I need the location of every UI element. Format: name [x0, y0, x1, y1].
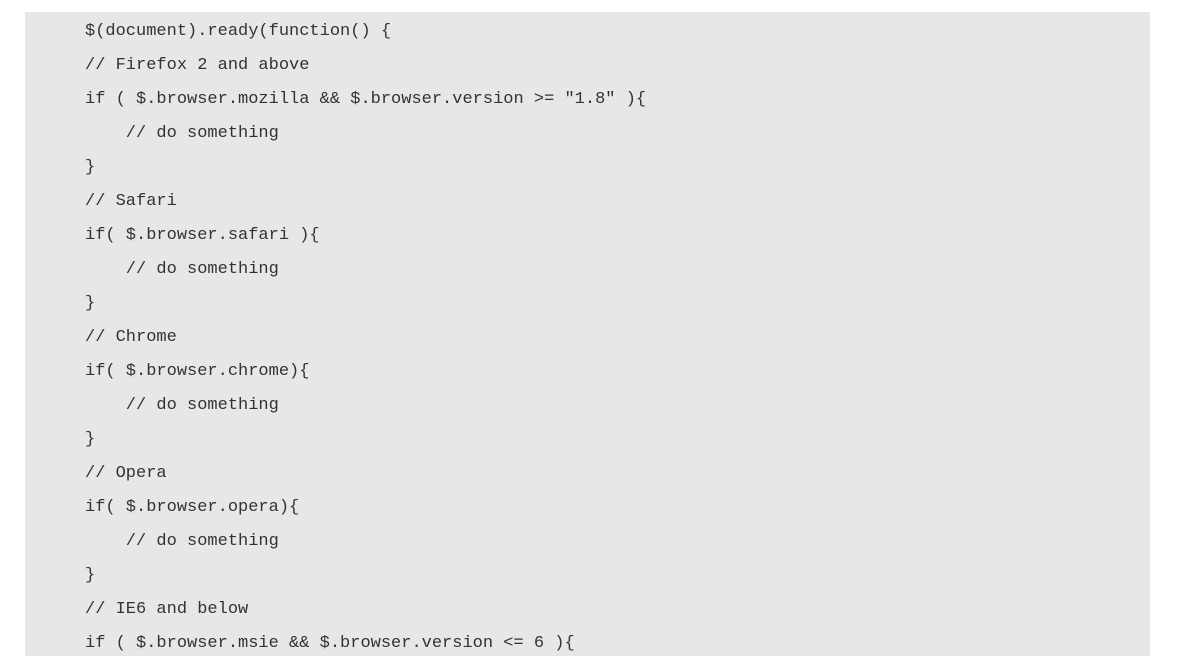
- code-line: // do something: [85, 124, 279, 143]
- code-line: // do something: [85, 260, 279, 279]
- code-line: // Opera: [85, 464, 167, 483]
- code-line: if( $.browser.safari ){: [85, 226, 320, 245]
- code-line: }: [85, 158, 96, 177]
- code-block: [25, 12, 1150, 656]
- code-line: // Firefox 2 and above: [85, 56, 310, 75]
- code-line: // Chrome: [85, 328, 177, 347]
- code-line: if ( $.browser.mozilla && $.browser.vers…: [85, 90, 647, 109]
- code-listing: $(document).ready(function() { // Firefo…: [85, 15, 646, 661]
- code-line: }: [85, 430, 96, 449]
- code-line: // IE6 and below: [85, 600, 249, 619]
- code-line: if( $.browser.chrome){: [85, 362, 310, 381]
- code-line: $(document).ready(function() {: [85, 22, 392, 41]
- code-line: }: [85, 566, 96, 585]
- code-line: if ( $.browser.msie && $.browser.version…: [85, 634, 575, 653]
- code-line: // Safari: [85, 192, 177, 211]
- code-line: }: [85, 294, 96, 313]
- code-line: // do something: [85, 532, 279, 551]
- code-line: // do something: [85, 396, 279, 415]
- code-line: if( $.browser.opera){: [85, 498, 300, 517]
